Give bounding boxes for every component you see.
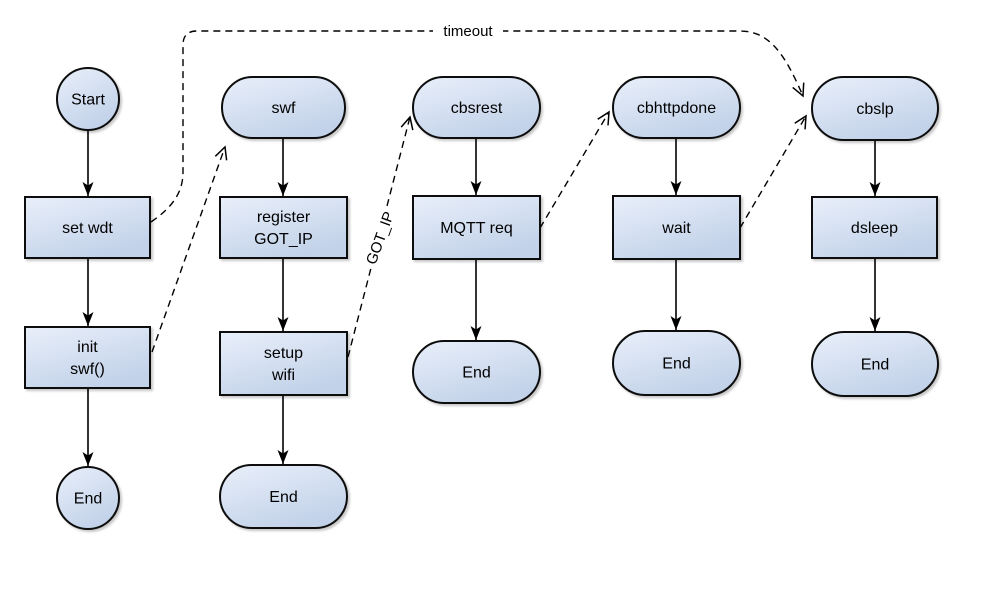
node-shape-dsleep bbox=[811, 196, 938, 259]
node-shape-cbslp bbox=[811, 76, 939, 141]
node-shape-mqtt-req bbox=[412, 195, 541, 260]
node-start: Start bbox=[56, 67, 120, 131]
node-shape-set-wdt bbox=[24, 196, 151, 259]
node-label-mqtt-req: MQTT req bbox=[440, 220, 513, 237]
node-label-end-1: End bbox=[74, 491, 102, 508]
node-shape-end-4 bbox=[612, 330, 741, 396]
node-label-cbhttpdone: cbhttpdone bbox=[637, 100, 716, 117]
node-shape-register-got-ip bbox=[219, 196, 348, 259]
edge-label-bg-timeout bbox=[433, 22, 503, 40]
edge-label-got-ip: GOT_IP bbox=[360, 204, 400, 272]
node-label-start: Start bbox=[71, 92, 105, 109]
node-wait: wait bbox=[612, 195, 741, 260]
edge-label-timeout: timeout bbox=[433, 22, 503, 40]
node-label-end-5: End bbox=[861, 357, 889, 374]
node-set-wdt: set wdt bbox=[24, 196, 151, 259]
node-shape-cbhttpdone bbox=[612, 76, 741, 139]
node-shape-init-swf bbox=[24, 326, 151, 389]
node-cbsrest: cbsrest bbox=[412, 76, 541, 139]
edge-label-text-timeout: timeout bbox=[443, 23, 493, 40]
node-shape-cbsrest bbox=[412, 76, 541, 139]
node-end-4: End bbox=[612, 330, 741, 396]
node-label-end-4: End bbox=[662, 356, 690, 373]
node-label-set-wdt: set wdt bbox=[62, 220, 113, 237]
node-mqtt-req: MQTT req bbox=[412, 195, 541, 260]
node-cbhttpdone: cbhttpdone bbox=[612, 76, 741, 139]
edge-wait-to-cbslp bbox=[739, 114, 807, 229]
node-shape-end-3 bbox=[412, 340, 541, 404]
edge-init-swf-to-swf bbox=[151, 145, 228, 353]
edge-label-bg-got-ip bbox=[360, 204, 400, 272]
node-end-2: End bbox=[219, 464, 348, 529]
node-end-5: End bbox=[811, 331, 939, 397]
edge-timeout-set-wdt-to-cbslp bbox=[150, 30, 805, 223]
edge-label-text-got-ip: GOT_IP bbox=[363, 209, 398, 267]
node-shape-start bbox=[56, 67, 120, 131]
node-dsleep: dsleep bbox=[811, 196, 938, 259]
node-cbslp: cbslp bbox=[811, 76, 939, 141]
node-end-1: End bbox=[56, 466, 120, 530]
node-end-3: End bbox=[412, 340, 541, 404]
edge-mqtt-req-to-cbhttpdone bbox=[539, 110, 610, 229]
node-label-end-3: End bbox=[462, 365, 490, 382]
node-swf: swf bbox=[221, 76, 346, 139]
node-shape-setup-wifi bbox=[219, 331, 348, 396]
node-label-swf: swf bbox=[272, 100, 297, 117]
node-label-dsleep: dsleep bbox=[851, 220, 898, 237]
node-shape-end-5 bbox=[811, 331, 939, 397]
node-label-wait: wait bbox=[661, 220, 691, 237]
node-shape-end-1 bbox=[56, 466, 120, 530]
node-label-cbslp: cbslp bbox=[856, 101, 893, 118]
node-shape-swf bbox=[221, 76, 346, 139]
node-shape-wait bbox=[612, 195, 741, 260]
node-shape-end-2 bbox=[219, 464, 348, 529]
node-label-end-2: End bbox=[269, 489, 297, 506]
node-label-cbsrest: cbsrest bbox=[451, 100, 503, 117]
